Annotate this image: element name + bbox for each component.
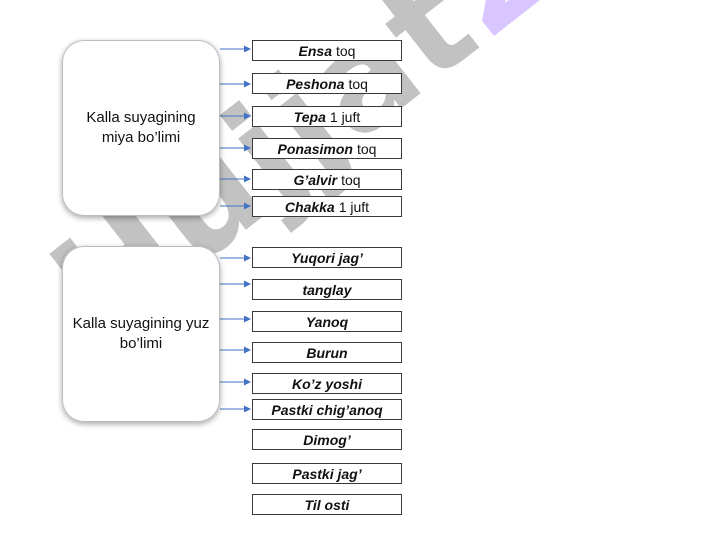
bone-count: toq: [341, 171, 361, 188]
bone-name: Yuqori jag’: [291, 249, 363, 266]
bone-name: tanglay: [302, 281, 352, 298]
bone-name: Ensa: [298, 42, 332, 59]
bone-name: Pastki jag’: [292, 465, 362, 482]
bone-item: Yanoq: [252, 311, 402, 332]
group-box-yuz: Kalla suyagining yuz bo’limi: [62, 246, 220, 422]
bone-name: Pastki chig’anoq: [271, 401, 383, 418]
bone-name: Burun: [306, 344, 348, 361]
bone-item: Pastki chig’anoq: [252, 399, 402, 420]
bone-name: Ponasimon: [277, 140, 353, 157]
bone-name: Tepa: [293, 108, 326, 125]
bone-name: Yanoq: [305, 313, 349, 330]
group-title-yuz: Kalla suyagining yuz bo’limi: [72, 314, 210, 352]
bone-item: Pastki jag’: [252, 463, 402, 484]
bone-item: tanglay: [252, 279, 402, 300]
bone-name: Dimog’: [303, 431, 351, 448]
bone-item: Burun: [252, 342, 402, 363]
bone-name: Peshona: [286, 75, 345, 92]
bone-count: 1 juft: [329, 108, 361, 125]
bone-name: G’alvir: [293, 171, 338, 188]
group-box-miya: Kalla suyagining miya bo’limi: [62, 40, 220, 216]
bone-count: toq: [357, 140, 377, 157]
bone-item: Dimog’: [252, 429, 402, 450]
bone-count: toq: [348, 75, 368, 92]
bone-name: Chakka: [284, 198, 335, 215]
bone-item: Ko’z yoshi: [252, 373, 402, 394]
bone-count: toq: [336, 42, 356, 59]
bone-item: Til osti: [252, 494, 402, 515]
bone-count: 1 juft: [338, 198, 370, 215]
group-title-miya: Kalla suyagining miya bo’limi: [86, 108, 196, 146]
bone-name: Til osti: [304, 496, 350, 513]
bone-name: Ko’z yoshi: [291, 375, 362, 392]
bone-item: Yuqori jag’: [252, 247, 402, 268]
